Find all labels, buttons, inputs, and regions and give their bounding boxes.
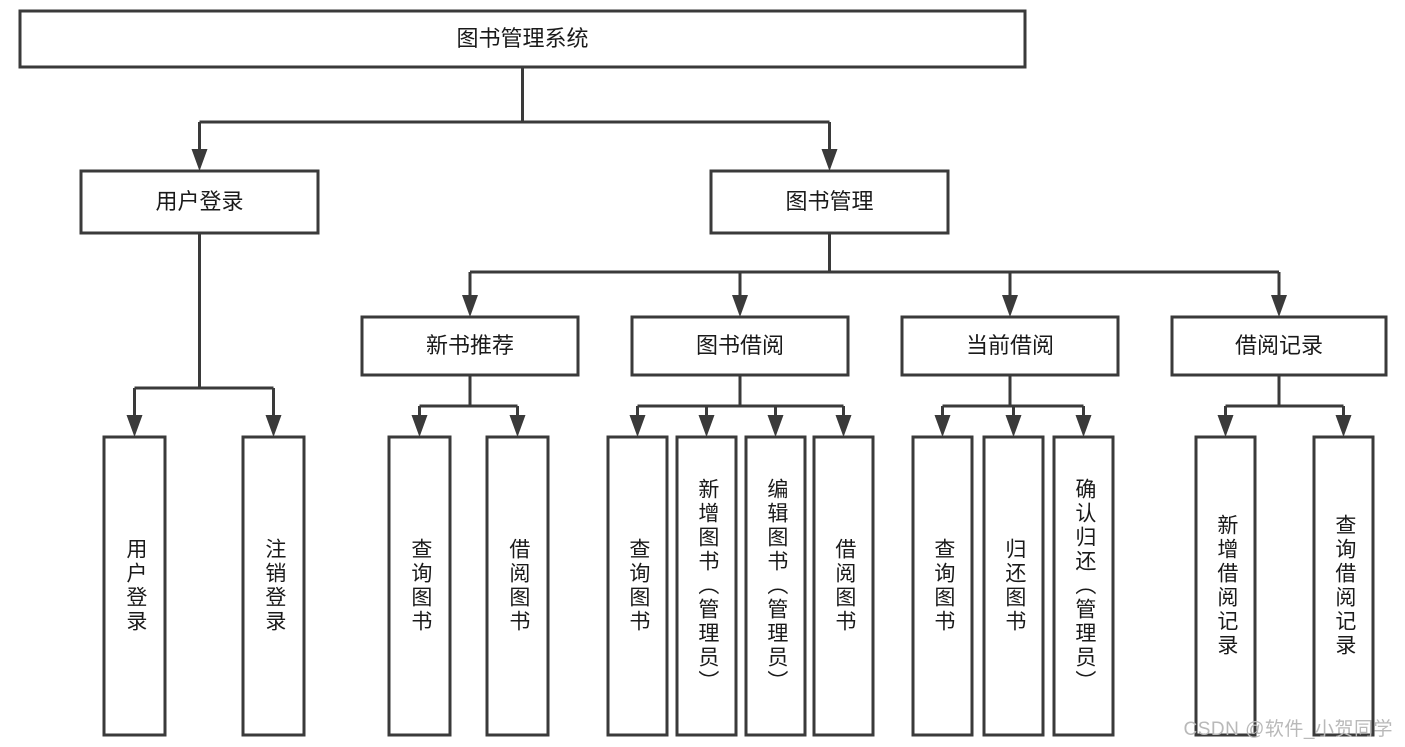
connector-user-login-arrow-0 [126,415,143,437]
node-box-record-query [1312,435,1375,737]
connector-book-borrow-arrow-0 [629,415,646,437]
connector-borrow-record-arrow-0 [1217,415,1234,437]
node-label-root: 图书管理系统 [456,26,588,51]
node-borrow-borrow-book[interactable] [812,435,875,737]
connector-root-arrow-0 [191,149,208,171]
connector-new-book-recommend-arrow-1 [509,415,526,437]
node-box-borrow-add-book [675,435,738,737]
connector-book-management-arrow-2 [1002,295,1018,317]
node-box-recommend-borrow-book [485,435,550,737]
connector-user-login-arrow-1 [265,415,282,437]
node-box-record-add [1194,435,1257,737]
node-book-management[interactable]: 图书管理 [709,169,950,235]
node-label-new-book-recommend: 新书推荐 [426,333,514,358]
node-label-book-management: 图书管理 [785,189,873,214]
node-current-confirm-return[interactable] [1052,435,1115,737]
node-box-user-login-logout [241,435,306,737]
node-label-user-login: 用户登录 [155,189,243,214]
node-new-book-recommend[interactable]: 新书推荐 [360,315,580,377]
node-recommend-query-book[interactable] [387,435,452,737]
node-root[interactable]: 图书管理系统 [18,9,1027,69]
node-current-query-book[interactable] [911,435,974,737]
node-user-login-logout[interactable] [241,435,306,737]
node-box-root [18,9,1027,69]
connector-new-book-recommend-arrow-0 [411,415,428,437]
connector-borrow-record-arrow-1 [1335,415,1352,437]
node-box-user-login-login [102,435,167,737]
connector-book-management-arrow-0 [462,295,478,317]
node-box-recommend-query-book [387,435,452,737]
node-record-add[interactable] [1194,435,1257,737]
node-box-borrow-edit-book [744,435,807,737]
node-current-borrow[interactable]: 当前借阅 [900,315,1120,377]
watermark-text: CSDN @软件_小贺同学 [1183,719,1393,740]
node-user-login-login[interactable] [102,435,167,737]
node-label-current-borrow: 当前借阅 [966,333,1054,358]
connector-root-arrow-1 [821,149,838,171]
connector-book-management-arrow-3 [1271,295,1287,317]
connector-book-borrow-arrow-2 [767,415,784,437]
node-recommend-borrow-book[interactable] [485,435,550,737]
node-box-borrow-borrow-book [812,435,875,737]
node-borrow-edit-book[interactable] [744,435,807,737]
connector-book-management-arrow-1 [732,295,748,317]
node-box-current-query-book [911,435,974,737]
node-current-return-book[interactable] [982,435,1045,737]
node-record-query[interactable] [1312,435,1375,737]
connector-current-borrow-arrow-2 [1075,415,1092,437]
node-box-borrow-query-book [606,435,669,737]
node-borrow-add-book[interactable] [675,435,738,737]
node-box-current-return-book [982,435,1045,737]
node-label-book-borrow: 图书借阅 [696,333,784,358]
node-borrow-query-book[interactable] [606,435,669,737]
node-label-borrow-record: 借阅记录 [1235,333,1323,358]
node-book-borrow[interactable]: 图书借阅 [630,315,850,377]
connector-current-borrow-arrow-1 [1005,415,1022,437]
node-box-user-login [79,169,320,235]
connector-book-borrow-arrow-1 [698,415,715,437]
node-borrow-record[interactable]: 借阅记录 [1170,315,1388,377]
connector-current-borrow-arrow-0 [934,415,951,437]
node-user-login[interactable]: 用户登录 [79,169,320,235]
connector-book-borrow-arrow-3 [835,415,852,437]
node-box-current-confirm-return [1052,435,1115,737]
